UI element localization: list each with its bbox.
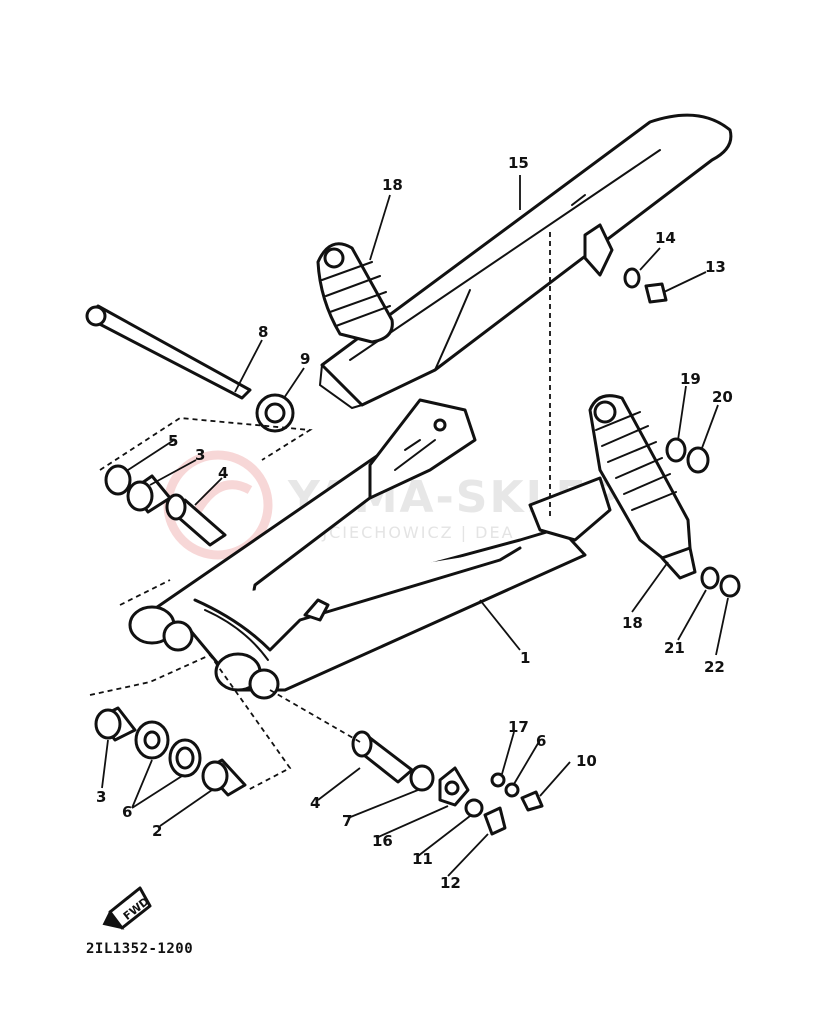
callout-18-bottom: 18 (622, 614, 643, 632)
leader-lines (101, 175, 729, 877)
callout-3-bottom: 3 (96, 788, 106, 806)
chain-case-part (318, 113, 733, 410)
callout-1: 1 (520, 649, 530, 667)
callout-14: 16 (372, 832, 393, 850)
callout-labels: 15 18 14 13 8 9 5 3 4 19 20 1 18 21 22 3… (96, 154, 733, 892)
collar-and-washers-lower (351, 730, 544, 836)
chain-case-bolt-hardware (623, 267, 668, 304)
callout-5: 5 (168, 432, 178, 450)
callout-8: 8 (258, 323, 268, 341)
callout-3-top: 3 (195, 446, 205, 464)
bushing-parts-left (104, 464, 227, 547)
bushing-parts-lower (94, 706, 247, 797)
callout-19: 19 (680, 370, 701, 388)
callout-11: 15 (508, 154, 529, 172)
callout-15: 10 (576, 752, 597, 770)
callout-22: 22 (704, 658, 725, 676)
pivot-shaft-part (85, 304, 252, 400)
callout-4-top: 4 (218, 464, 228, 482)
callout-6-top: 9 (300, 350, 310, 368)
rear-shock-right-part (588, 394, 697, 580)
callout-17: 17 (508, 718, 529, 736)
oil-seal-6-top (255, 393, 295, 433)
shock-hardware-right (665, 437, 741, 598)
callout-20: 20 (712, 388, 733, 406)
callout-13: 14 (655, 229, 676, 247)
forward-direction-marker: FWD (102, 886, 152, 930)
rear-shock-left-part (316, 242, 394, 344)
callout-9: 11 (412, 850, 433, 868)
callout-21: 21 (664, 639, 685, 657)
callout-12: 13 (705, 258, 726, 276)
watermark-subtitle: WOJCIECHOWICZ | DEA (290, 523, 515, 542)
callout-10: 12 (440, 874, 461, 892)
callout-4-bottom: 4 (310, 794, 320, 812)
callout-2: 2 (152, 822, 162, 840)
callout-7: 7 (342, 812, 352, 830)
swing-arm-part (128, 398, 612, 700)
callout-6-bottom: 6 (122, 803, 132, 821)
alignment-lines (89, 232, 551, 791)
drawing-code: 2IL1352-1200 (86, 941, 193, 957)
callout-18-top: 18 (382, 176, 403, 194)
callout-16: 6 (536, 732, 546, 750)
